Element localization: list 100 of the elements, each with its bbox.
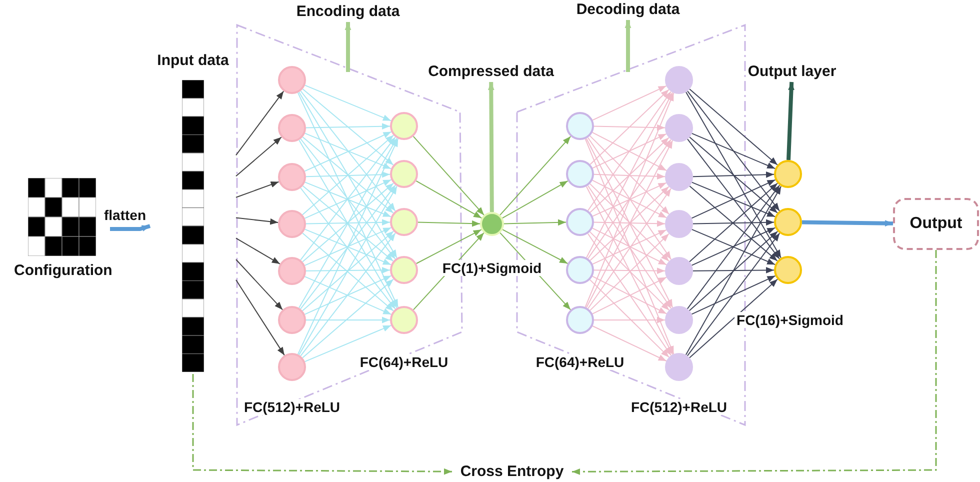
- arrow: [594, 268, 666, 274]
- arrow: [592, 85, 667, 121]
- neuron-circle: [278, 66, 306, 94]
- layer-label: FC(512)+ReLU: [628, 399, 730, 415]
- arrow: [306, 316, 390, 324]
- neuron-circle: [390, 112, 418, 140]
- neuron-circle: [665, 306, 693, 334]
- neuron-circle: [665, 210, 693, 238]
- arrow: [416, 180, 482, 219]
- neuron-circle: [390, 256, 418, 284]
- arrow: [802, 220, 894, 226]
- arrow: [306, 219, 390, 226]
- node-caption: Configuration: [14, 262, 110, 279]
- arrow: [502, 180, 568, 219]
- layer-label: FC(512)+ReLU: [242, 399, 342, 415]
- arrow: [685, 186, 782, 356]
- arrow: [586, 92, 673, 258]
- arrow: [297, 138, 399, 355]
- arrow: [236, 136, 282, 177]
- neuron-circle: [774, 208, 802, 236]
- arrow: [686, 184, 780, 310]
- neuron-circle: [278, 114, 306, 142]
- arrow: [786, 82, 794, 160]
- neuron-circle: [390, 208, 418, 236]
- arrow: [416, 229, 482, 264]
- arrow: [692, 171, 774, 178]
- arrow: [192, 374, 452, 475]
- arrow: [236, 238, 280, 264]
- arrow: [344, 22, 352, 72]
- arrow: [688, 230, 778, 312]
- caption-text: Encoding data: [288, 2, 408, 22]
- arrow: [687, 138, 780, 260]
- neuron-circle: [480, 212, 504, 236]
- arrow: [624, 20, 632, 72]
- caption-text: Compressed data: [418, 62, 564, 82]
- neuron-circle: [278, 257, 306, 285]
- arrow: [110, 224, 151, 232]
- arrow: [504, 219, 566, 226]
- neuron-circle: [278, 306, 306, 334]
- arrow: [304, 324, 392, 362]
- arrow: [590, 89, 670, 165]
- neuron-circle: [390, 160, 418, 188]
- neuron-circle: [774, 256, 802, 284]
- arrow: [502, 229, 568, 264]
- arrow: [592, 326, 667, 362]
- arrow: [689, 88, 778, 166]
- neuron-circle: [390, 306, 418, 334]
- neuron-circle: [665, 114, 693, 142]
- arrow: [692, 266, 774, 274]
- arrow: [588, 91, 672, 211]
- arrow: [686, 92, 782, 258]
- neuron-circle: [278, 353, 306, 381]
- arrow: [236, 279, 285, 356]
- arrow: [587, 233, 672, 356]
- arrow: [302, 278, 394, 358]
- arrow: [594, 124, 666, 131]
- neuron-circle: [566, 208, 594, 236]
- arrow: [584, 92, 674, 308]
- arrow: [689, 278, 778, 358]
- arrow: [594, 220, 666, 227]
- arrow: [306, 266, 390, 274]
- arrow: [594, 316, 666, 324]
- neuron-circle: [665, 257, 693, 285]
- arrow: [236, 259, 283, 310]
- arrow: [590, 279, 670, 358]
- arrow: [236, 181, 280, 198]
- layer-label: FC(64)+ReLU: [358, 354, 450, 370]
- neuron-circle: [566, 256, 594, 284]
- arrow: [488, 82, 494, 212]
- neuron-circle: [566, 112, 594, 140]
- arrow: [692, 219, 774, 226]
- arrow: [300, 232, 396, 356]
- neuron-circle: [566, 306, 594, 334]
- arrow: [584, 138, 674, 355]
- output-box: Output: [893, 198, 979, 250]
- neuron-circle: [665, 353, 693, 381]
- neuron-circle: [774, 160, 802, 188]
- caption-text: Decoding data: [568, 0, 688, 20]
- node-caption: Input data: [156, 52, 230, 69]
- layer-label: FC(1)+Sigmoid: [440, 260, 544, 276]
- arrow: [572, 250, 937, 475]
- caption-text: Output layer: [742, 62, 842, 82]
- neuron-circle: [665, 66, 693, 94]
- neuron-circle: [278, 163, 306, 191]
- arrow: [304, 84, 392, 122]
- arrow: [300, 90, 396, 212]
- caption-text: Cross Entropy: [452, 462, 572, 482]
- neuron-circle: [566, 160, 594, 188]
- arrow: [412, 136, 484, 216]
- arrow: [302, 88, 394, 166]
- edge-label: flatten: [102, 207, 148, 223]
- arrow: [236, 90, 284, 156]
- arrow: [297, 92, 399, 308]
- neuron-circle: [665, 163, 693, 191]
- layer-label: FC(64)+ReLU: [534, 354, 626, 370]
- arrow: [306, 171, 390, 178]
- arrow: [686, 232, 780, 356]
- arrow: [687, 90, 780, 212]
- arrow: [586, 186, 674, 355]
- arrow: [418, 220, 480, 227]
